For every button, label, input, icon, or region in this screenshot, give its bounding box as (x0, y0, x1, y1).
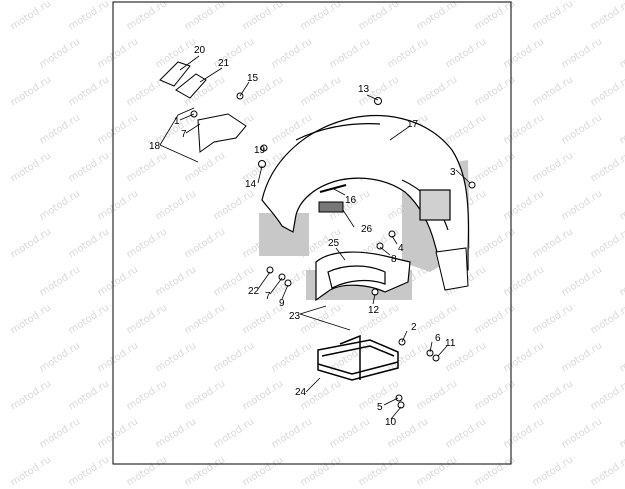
callout-23: 23 (289, 311, 301, 322)
callout-22: 22 (248, 286, 260, 297)
callout-6: 6 (435, 333, 441, 344)
callout-labels: 20 21 15 13 1 7 17 18 19 3 14 16 26 25 4… (149, 45, 456, 428)
callout-16: 16 (345, 195, 357, 206)
callout-21: 21 (218, 58, 230, 69)
callout-25: 25 (328, 238, 340, 249)
callout-1: 1 (174, 116, 180, 127)
callout-8: 8 (391, 254, 397, 265)
callout-10: 10 (385, 417, 397, 428)
callout-11: 11 (445, 338, 456, 349)
rear-bracket (435, 247, 469, 291)
callout-19: 19 (254, 145, 266, 156)
callout-7a: 7 (181, 129, 187, 140)
callout-18: 18 (149, 141, 161, 152)
callout-13: 13 (358, 84, 370, 95)
callout-2: 2 (411, 322, 417, 333)
callout-14: 14 (245, 179, 257, 190)
callout-12: 12 (368, 305, 380, 316)
callout-15: 15 (247, 73, 259, 84)
callout-5: 5 (377, 402, 383, 413)
nameplate (318, 201, 344, 213)
parts-diagram: 20 21 15 13 1 7 17 18 19 3 14 16 26 25 4… (112, 1, 512, 465)
diagram-border (112, 1, 512, 465)
callout-20: 20 (194, 45, 206, 56)
inner-fender-support (315, 251, 411, 302)
leader-lines (159, 55, 471, 420)
callout-4: 4 (398, 243, 404, 254)
callout-17: 17 (407, 119, 419, 130)
fasteners (258, 97, 476, 409)
lamp-parts (159, 61, 247, 153)
rail-assembly (317, 334, 399, 381)
callout-24: 24 (295, 387, 307, 398)
callout-9: 9 (279, 298, 285, 309)
callout-7b: 7 (265, 291, 271, 302)
callout-26: 26 (361, 224, 373, 235)
callout-3: 3 (450, 167, 456, 178)
